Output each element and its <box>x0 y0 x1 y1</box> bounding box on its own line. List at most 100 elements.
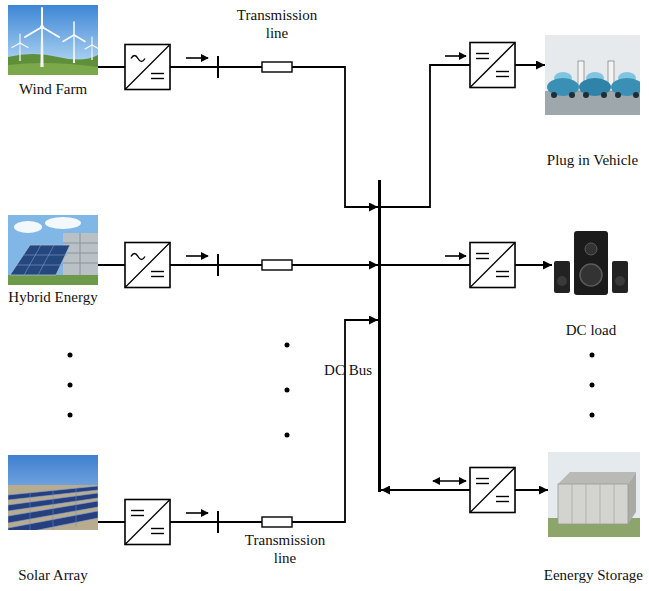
wind-farm-picture <box>91 37 92 45</box>
dcdc-converter <box>496 501 509 502</box>
acdc-converter <box>131 56 145 62</box>
acdc-converter <box>125 243 170 288</box>
acdc-converter <box>125 243 170 288</box>
line-label: Transmission line <box>239 531 331 567</box>
dcdc-converter <box>496 496 509 497</box>
dcdc-converter <box>476 53 489 54</box>
wind-farm-picture <box>12 43 20 48</box>
dc-load-picture <box>615 276 625 286</box>
dcdc-converter <box>470 468 515 513</box>
dcdc-converter <box>476 58 489 59</box>
ellipsis-dots <box>590 383 595 388</box>
dcdc-converter <box>470 468 515 513</box>
dcdc-converter <box>496 76 509 77</box>
dc-load-picture <box>557 276 567 286</box>
node-caption: Hybrid Energy <box>8 288 97 306</box>
breaker-tick <box>217 56 219 533</box>
wind-farm-picture <box>63 22 85 42</box>
hybrid-energy-picture <box>17 245 67 275</box>
wind-farm-picture <box>92 45 98 49</box>
energy-storage-picture <box>586 484 587 524</box>
solar-array-picture <box>8 455 98 530</box>
dc-load-picture <box>552 225 630 300</box>
plug-in-vehicle-picture <box>633 92 639 98</box>
dcdc-converter <box>470 243 515 288</box>
dcdc-converter <box>470 43 515 88</box>
dcdc-converter <box>496 71 509 72</box>
wind-farm-picture <box>73 22 75 35</box>
wind-farm-picture <box>85 45 92 49</box>
bus-connector <box>381 65 545 207</box>
energy-storage-picture <box>558 472 636 484</box>
resistor-symbol <box>262 62 292 72</box>
plug-in-vehicle-picture <box>545 35 640 115</box>
bus-connector <box>381 264 552 266</box>
dcdc-converter <box>476 483 489 484</box>
acdc-converter <box>125 45 170 90</box>
flow-arrow <box>186 512 208 514</box>
resistor-symbol <box>262 260 292 270</box>
solar-array-picture <box>30 493 31 530</box>
dcdc-converter <box>125 500 170 545</box>
hybrid-energy-picture <box>17 265 63 266</box>
hybrid-energy-picture <box>24 245 41 275</box>
wind-farm-picture <box>20 43 28 48</box>
ellipsis-dots <box>590 353 595 358</box>
acdc-converter <box>125 45 170 90</box>
dcdc-converter <box>131 510 144 511</box>
energy-storage-picture <box>628 472 636 524</box>
dcdc-converter <box>470 243 515 288</box>
node-caption: DC load <box>566 321 616 339</box>
acdc-converter <box>125 243 170 288</box>
dc-load-picture <box>552 225 630 300</box>
flow-arrow <box>186 255 208 257</box>
dc-load-picture <box>554 261 570 293</box>
node-caption: Eenergy Storage <box>544 566 643 584</box>
ellipsis-dots <box>285 433 290 438</box>
energy-storage-picture <box>614 484 615 524</box>
dc-load: DC load <box>552 225 630 300</box>
wind-farm-picture <box>41 8 43 27</box>
ellipsis-dots <box>285 388 290 393</box>
breaker-tick <box>217 254 219 276</box>
hybrid-energy-picture <box>23 255 67 256</box>
energy-storage-picture <box>558 484 628 524</box>
wind-farm-picture <box>8 5 98 75</box>
dcdc-converter <box>151 528 164 529</box>
hybrid-energy-picture <box>8 275 98 285</box>
flow-arrow <box>445 255 466 257</box>
solar-array-picture <box>53 490 54 530</box>
dcdc-converter <box>470 468 515 513</box>
dcdc-converter <box>125 500 170 545</box>
plug-in-vehicle-picture <box>551 92 639 98</box>
wind-farm-picture <box>25 8 59 37</box>
ellipsis-dots <box>68 353 73 358</box>
hybrid-energy-picture <box>38 245 54 275</box>
flow-arrow <box>445 55 466 57</box>
acdc-converter <box>151 271 164 272</box>
breaker-tick <box>217 56 219 78</box>
solar-array-source: Solar Array <box>8 455 98 530</box>
hybrid-energy-picture <box>8 215 98 285</box>
wind-farm-picture <box>91 45 92 60</box>
wind-farm-picture <box>73 35 75 63</box>
wind-farm-picture <box>19 34 20 43</box>
solar-array-picture <box>76 488 77 527</box>
wind-farm-picture <box>40 27 43 67</box>
dc-load-picture <box>580 264 602 286</box>
dcdc-converter <box>151 533 164 534</box>
acdc-converter <box>131 254 145 260</box>
dcdc-converter <box>496 276 509 277</box>
wind-farm-picture <box>8 63 98 75</box>
energy-storage-picture <box>548 452 640 537</box>
wind-farm-picture <box>8 5 98 75</box>
plug-in-vehicle-picture <box>551 92 557 98</box>
hybrid-energy-picture <box>14 221 42 233</box>
dcdc-converter <box>470 243 515 288</box>
dcdc-converter <box>496 271 509 272</box>
plug-in-vehicle-picture <box>583 92 589 98</box>
node-caption: Wind Farm <box>19 80 87 98</box>
energy-storage-picture <box>548 452 640 537</box>
